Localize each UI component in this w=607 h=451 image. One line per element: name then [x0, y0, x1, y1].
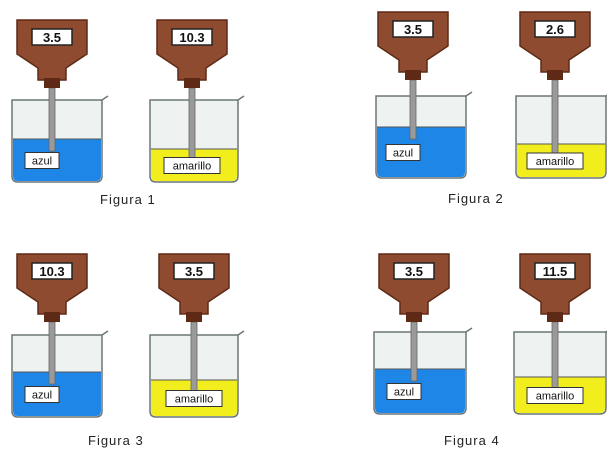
meter-connector — [184, 78, 200, 88]
solution-label-box — [526, 387, 584, 404]
solution-label: azul — [32, 390, 52, 402]
beaker-assembly-1-2: 10.3 amarillo — [149, 19, 245, 183]
meter-connector — [405, 70, 421, 80]
ph-probe — [551, 79, 559, 157]
meter-connector — [44, 78, 60, 88]
solution-label-box — [163, 157, 221, 174]
solution-label: azul — [32, 156, 52, 168]
ph-probe — [48, 321, 56, 385]
meter-display — [171, 28, 213, 46]
ph-probe — [409, 79, 417, 140]
figure-2-caption: Figura 2 — [448, 191, 504, 206]
beaker-assembly-2-2: 2.6 amarillo — [515, 11, 607, 179]
ph-reading: 11.5 — [543, 264, 568, 279]
meter-connector — [547, 70, 563, 80]
solution-liquid — [377, 127, 465, 177]
solution-label: amarillo — [536, 391, 575, 403]
beaker-assembly-2-1: 3.5 azul — [375, 11, 473, 179]
solution-label: azul — [394, 387, 414, 399]
figure-3-caption: Figura 3 — [88, 433, 144, 448]
solution-label: azul — [393, 148, 413, 160]
ph-probe — [190, 321, 198, 393]
meter-connector — [406, 312, 422, 322]
beaker-assembly-3-1: 10.3 azul — [11, 253, 109, 418]
meter-display — [392, 20, 434, 38]
ph-reading: 3.5 — [405, 264, 423, 279]
meter-display — [534, 20, 576, 38]
beaker-assembly-4-1: 3.5 azul — [373, 253, 473, 415]
ph-reading: 10.3 — [39, 264, 64, 279]
meter-connector — [44, 312, 60, 322]
ph-probe — [551, 321, 559, 390]
solution-label-box — [165, 390, 223, 407]
meter-display — [173, 262, 215, 280]
solution-label-box — [24, 386, 60, 403]
meter-display — [393, 262, 435, 280]
beaker-assembly-4-2: 11.5 amarillo — [513, 253, 607, 415]
figure-4-caption: Figura 4 — [444, 433, 500, 448]
solution-label-box — [385, 144, 421, 161]
solution-label: amarillo — [173, 161, 212, 173]
ph-reading: 2.6 — [546, 22, 564, 37]
meter-display — [31, 262, 73, 280]
solution-label-box — [24, 152, 60, 169]
ph-reading: 3.5 — [43, 30, 61, 45]
solution-label: amarillo — [536, 156, 575, 168]
meter-display — [534, 262, 576, 280]
solution-label-box — [386, 383, 422, 400]
ph-reading: 10.3 — [179, 30, 204, 45]
ph-reading: 3.5 — [404, 22, 422, 37]
meter-display — [31, 28, 73, 46]
solution-label-box — [526, 152, 584, 170]
solution-label: amarillo — [175, 394, 214, 406]
beaker-assembly-1-1: 3.5 azul — [11, 19, 109, 183]
meter-connector — [186, 312, 202, 322]
ph-probe — [188, 87, 196, 162]
figure-1-caption: Figura 1 — [100, 192, 156, 207]
ph-probe — [410, 321, 418, 382]
beaker-assembly-3-2: 3.5 amarillo — [149, 253, 245, 418]
ph-reading: 3.5 — [185, 264, 203, 279]
meter-connector — [547, 312, 563, 322]
ph-probe — [48, 87, 56, 152]
